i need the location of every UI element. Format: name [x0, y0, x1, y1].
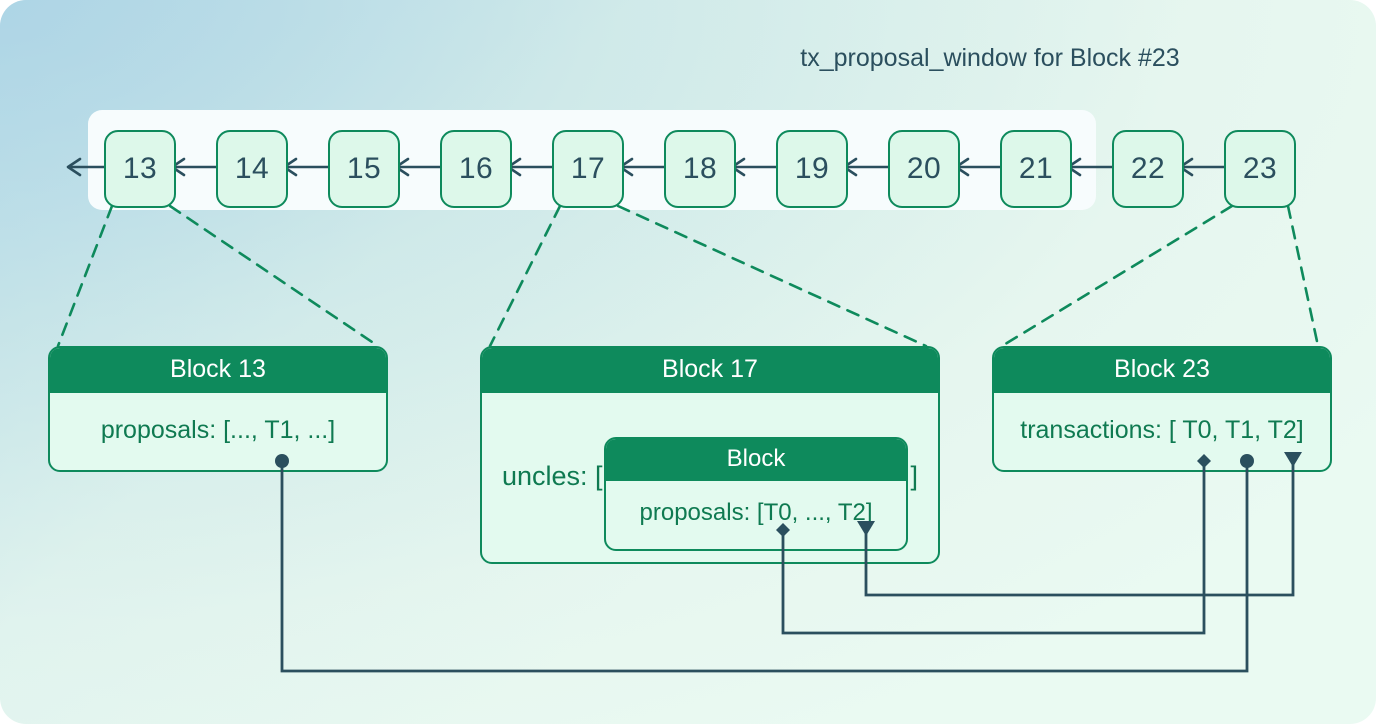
uncles-close-bracket: ] — [910, 460, 919, 491]
triangle-marker-t2-source — [857, 521, 875, 536]
arrowhead-out — [66, 157, 82, 177]
leader-13-left — [56, 204, 114, 348]
chain-block-22[interactable]: 22 — [1112, 130, 1184, 208]
chain-block-label: 17 — [570, 152, 606, 185]
chain-block-19[interactable]: 19 — [776, 130, 848, 208]
detail-card-block-13[interactable]: Block 13 proposals: [..., T1, ...] — [48, 346, 388, 472]
chain-block-21[interactable]: 21 — [1000, 130, 1072, 208]
diamond-marker-t0-target — [1197, 454, 1211, 468]
circle-marker-t1-target — [1240, 454, 1254, 468]
connector-T2-path — [864, 461, 1295, 597]
leader-17-left — [488, 204, 562, 348]
chain-block-23[interactable]: 23 — [1224, 130, 1296, 208]
chain-block-label: 22 — [1130, 152, 1166, 185]
nested-card-block[interactable]: Block proposals: [T0, ..., T2] — [604, 437, 908, 551]
circle-marker-t1-source — [275, 454, 289, 468]
chain-block-18[interactable]: 18 — [664, 130, 736, 208]
chain-block-17[interactable]: 17 — [552, 130, 624, 208]
triangle-marker-t2-target — [1284, 452, 1302, 467]
leader-13-right — [168, 204, 380, 348]
leader-23-left — [1000, 204, 1234, 348]
chain-block-label: 15 — [346, 152, 382, 185]
chain-block-label: 18 — [682, 152, 718, 185]
card-title: Block 23 — [994, 348, 1330, 393]
nested-card-title: Block — [606, 439, 906, 481]
uncles-open-bracket: uncles: [ — [501, 460, 603, 491]
leader-23-right — [1286, 204, 1320, 348]
connector-T1-path — [280, 461, 1249, 673]
chain-block-label: 14 — [234, 152, 270, 185]
diamond-marker-t0-source — [776, 523, 790, 537]
leader-17-right — [616, 204, 928, 348]
card-body: uncles: [ ] Block proposals: [T0, ..., T… — [482, 393, 938, 560]
card-body: proposals: [..., T1, ...] — [100, 415, 336, 444]
nested-card-body: proposals: [T0, ..., T2] — [639, 498, 873, 526]
connector-T0-path — [781, 461, 1206, 635]
detail-card-block-23[interactable]: Block 23 transactions: [ T0, T1, T2] — [992, 346, 1332, 472]
chain-block-label: 19 — [794, 152, 830, 185]
chain-block-16[interactable]: 16 — [440, 130, 512, 208]
chain-block-14[interactable]: 14 — [216, 130, 288, 208]
card-title: Block 13 — [50, 348, 386, 393]
chain-block-label: 21 — [1018, 152, 1054, 185]
card-body: transactions: [ T0, T1, T2] — [1020, 415, 1304, 444]
chain-block-15[interactable]: 15 — [328, 130, 400, 208]
chain-block-label: 16 — [458, 152, 494, 185]
chain-block-label: 23 — [1242, 152, 1278, 185]
chain-block-13[interactable]: 13 — [104, 130, 176, 208]
chain-block-label: 20 — [906, 152, 942, 185]
chain-block-20[interactable]: 20 — [888, 130, 960, 208]
chain-block-label: 13 — [122, 152, 158, 185]
card-title: Block 17 — [482, 348, 938, 393]
tx-proposal-window-label: tx_proposal_window for Block #23 — [800, 44, 1180, 72]
